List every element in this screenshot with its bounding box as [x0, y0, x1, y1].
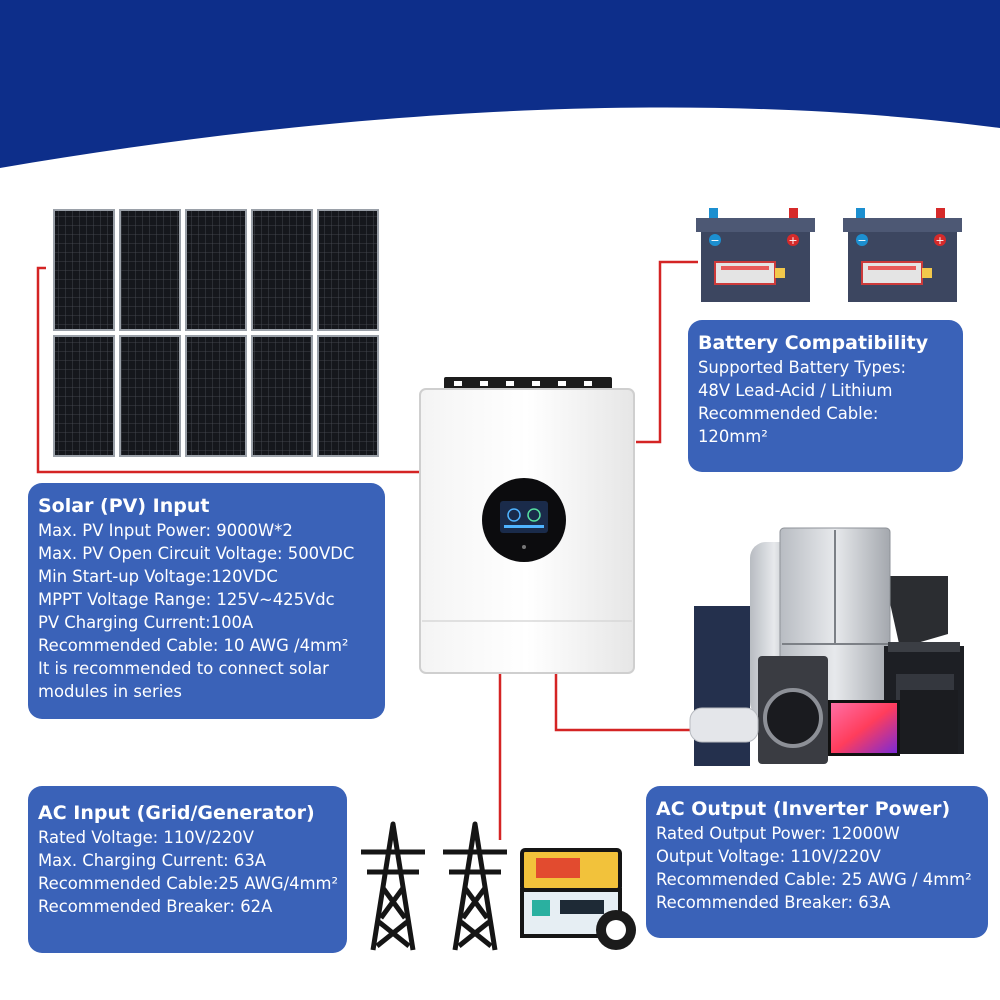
- ac-input-spec-line: Recommended Breaker: 62A: [38, 897, 273, 916]
- battery-compatibility-title: Battery Compatibility: [698, 332, 929, 354]
- solar-spec-line: Recommended Cable: 10 AWG /4mm²: [38, 636, 349, 655]
- solar-input-title: Solar (PV) Input: [38, 495, 210, 517]
- solar-spec-line: MPPT Voltage Range: 125V~425Vdc: [38, 590, 335, 609]
- solar-spec-line: Max. PV Input Power: 9000W*2: [38, 521, 293, 540]
- hybrid-inverter-icon: [419, 377, 635, 674]
- ac-output-spec-line: Output Voltage: 110V/220V: [656, 847, 881, 866]
- battery-icon: − +: [696, 208, 815, 302]
- solar-panel-array-icon: [53, 209, 379, 457]
- battery-spec-line: Supported Battery Types:: [698, 358, 907, 377]
- ac-output-spec-line: Recommended Cable: 25 AWG / 4mm²: [656, 870, 972, 889]
- ac-output-spec-line: Rated Output Power: 12000W: [656, 824, 900, 843]
- solar-spec-line: PV Charging Current:100A: [38, 613, 254, 632]
- home-appliances-icon: [689, 527, 964, 766]
- ac-input-spec-line: Recommended Cable:25 AWG/4mm²: [38, 874, 339, 893]
- solar-input-panel: Solar (PV) Input Max. PV Input Power: 90…: [28, 483, 385, 719]
- battery-spec-line: 120mm²: [698, 427, 768, 446]
- solar-spec-line: Max. PV Open Circuit Voltage: 500VDC: [38, 544, 355, 563]
- ac-input-spec-line: Rated Voltage: 110V/220V: [38, 828, 254, 847]
- svg-text:−: −: [710, 234, 719, 247]
- transmission-tower-icon: [361, 821, 507, 951]
- ac-input-title: AC Input (Grid/Generator): [38, 802, 315, 824]
- solar-spec-note: It is recommended to connect solar modul…: [38, 659, 329, 701]
- battery-spec-line: Recommended Cable:: [698, 404, 879, 423]
- battery-icon: − +: [843, 208, 962, 302]
- ac-input-spec-line: Max. Charging Current: 63A: [38, 851, 266, 870]
- svg-text:+: +: [935, 234, 944, 247]
- ac-output-panel: AC Output (Inverter Power) Rated Output …: [646, 786, 988, 938]
- ac-output-title: AC Output (Inverter Power): [656, 798, 951, 820]
- header-wave-banner: [0, 0, 1000, 168]
- generator-icon: [520, 848, 636, 950]
- battery-spec-line: 48V Lead-Acid / Lithium: [698, 381, 893, 400]
- svg-text:+: +: [788, 234, 797, 247]
- solar-spec-line: Min Start-up Voltage:120VDC: [38, 567, 278, 586]
- svg-text:−: −: [857, 234, 866, 247]
- battery-compatibility-panel: Battery Compatibility Supported Battery …: [688, 320, 963, 472]
- ac-input-panel: AC Input (Grid/Generator) Rated Voltage:…: [28, 786, 347, 953]
- ac-output-spec-line: Recommended Breaker: 63A: [656, 893, 891, 912]
